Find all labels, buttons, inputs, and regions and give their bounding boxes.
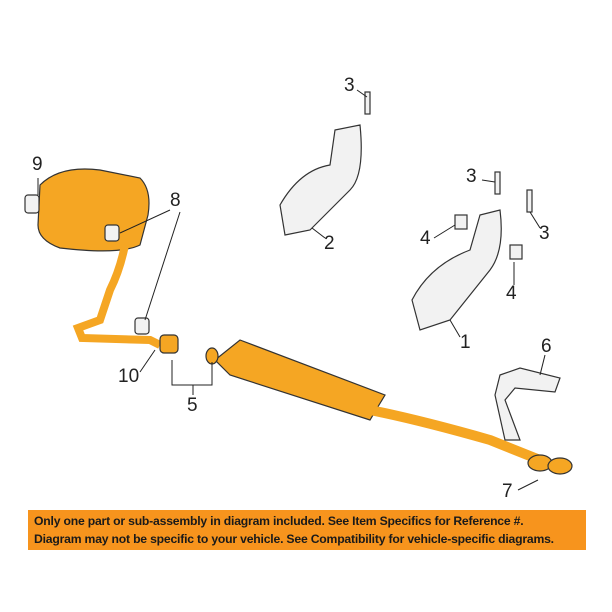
callout-6: 6 [541, 336, 552, 357]
callout-2: 2 [324, 233, 335, 254]
callout-3c: 3 [539, 223, 550, 244]
callout-4a: 4 [420, 228, 431, 249]
callout-7: 7 [502, 481, 513, 502]
bracket-6 [494, 367, 561, 441]
leader-lines [37, 89, 546, 491]
hanger-10 [159, 334, 179, 354]
callout-3a: 3 [344, 75, 355, 96]
callout-9: 9 [32, 154, 43, 175]
tailpipe-bracket [72, 244, 162, 349]
disclaimer-line-1: Only one part or sub-assembly in diagram… [34, 514, 524, 528]
callout-10: 10 [118, 366, 140, 387]
callout-5: 5 [187, 395, 198, 416]
pipe [369, 405, 542, 465]
callout-1: 1 [460, 332, 471, 353]
rear-muffler [37, 168, 150, 252]
callout-8: 8 [170, 190, 181, 211]
callout-3b: 3 [466, 166, 477, 187]
disclaimer-banner: Only one part or sub-assembly in diagram… [28, 510, 586, 550]
callout-4b: 4 [506, 283, 517, 304]
tip-2 [547, 457, 573, 475]
catalytic-converters [24, 91, 561, 441]
disclaimer-line-2: Diagram may not be specific to your vehi… [34, 532, 554, 546]
center-muffler [214, 339, 386, 421]
